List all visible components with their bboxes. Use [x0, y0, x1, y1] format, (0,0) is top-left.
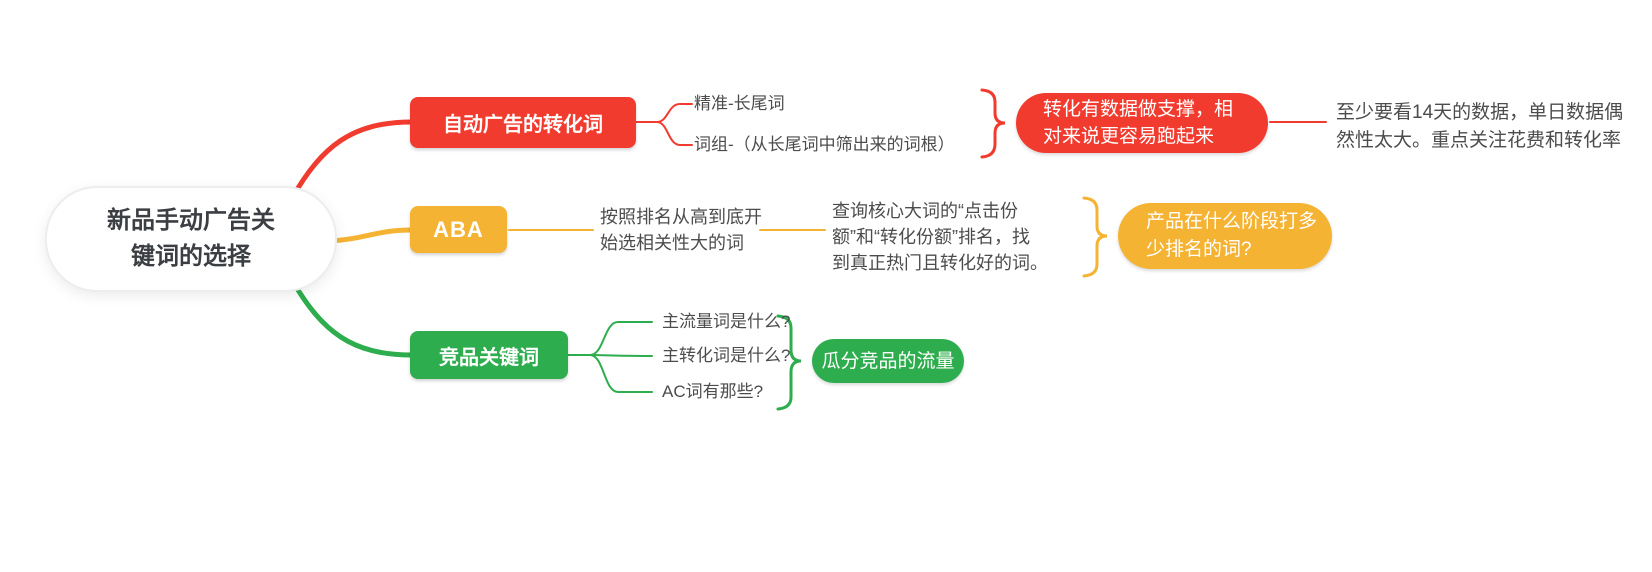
- yellow-summary-brace: [1082, 196, 1108, 278]
- green-fork-upper: [589, 321, 653, 356]
- root-topic[interactable]: 新品手动广告关 键词的选择: [45, 186, 337, 292]
- branch-curve-green: [289, 277, 415, 358]
- branch-curve-yellow: [327, 227, 415, 244]
- leaf-precise-longtail[interactable]: 精准-长尾词: [694, 94, 785, 113]
- topic-competitor-keywords[interactable]: 竞品关键词: [410, 331, 568, 379]
- summary-pill-conversion-data[interactable]: 转化有数据做支撑，相 对来说更容易跑起来: [1016, 93, 1268, 153]
- branch-curve-red: [289, 119, 415, 201]
- leaf-query-share-rank[interactable]: 查询核心大词的“点击份 额”和“转化份额”排名，找 到真正热门且转化好的词。: [832, 201, 1048, 273]
- summary-pill-stage-rank[interactable]: 产品在什么阶段打多 少排名的词?: [1118, 203, 1332, 269]
- topic-aba[interactable]: ABA: [410, 206, 507, 253]
- leaf-main-traffic-word[interactable]: 主流量词是什么?: [662, 312, 791, 331]
- leaf-ac-words[interactable]: AC词有那些?: [662, 382, 764, 401]
- note-14-days-data[interactable]: 至少要看14天的数据，单日数据偶 然性太大。重点关注花费和转化率: [1336, 102, 1624, 151]
- green-fork-lower: [589, 354, 653, 393]
- green-fork-middle: [589, 354, 653, 357]
- leaf-phrase-roots[interactable]: 词组-（从长尾词中筛出来的词根）: [694, 135, 955, 154]
- leaf-rank-selection[interactable]: 按照排名从高到底开 始选相关性大的词: [600, 207, 762, 253]
- red-fork-upper: [656, 103, 693, 123]
- red-summary-brace: [980, 88, 1006, 159]
- leaf-main-conversion-word[interactable]: 主转化词是什么?: [662, 346, 791, 365]
- topic-auto-ad-conversion-words[interactable]: 自动广告的转化词: [410, 97, 636, 148]
- summary-pill-split-traffic[interactable]: 瓜分竞品的流量: [812, 339, 964, 383]
- red-fork-lower: [656, 121, 693, 146]
